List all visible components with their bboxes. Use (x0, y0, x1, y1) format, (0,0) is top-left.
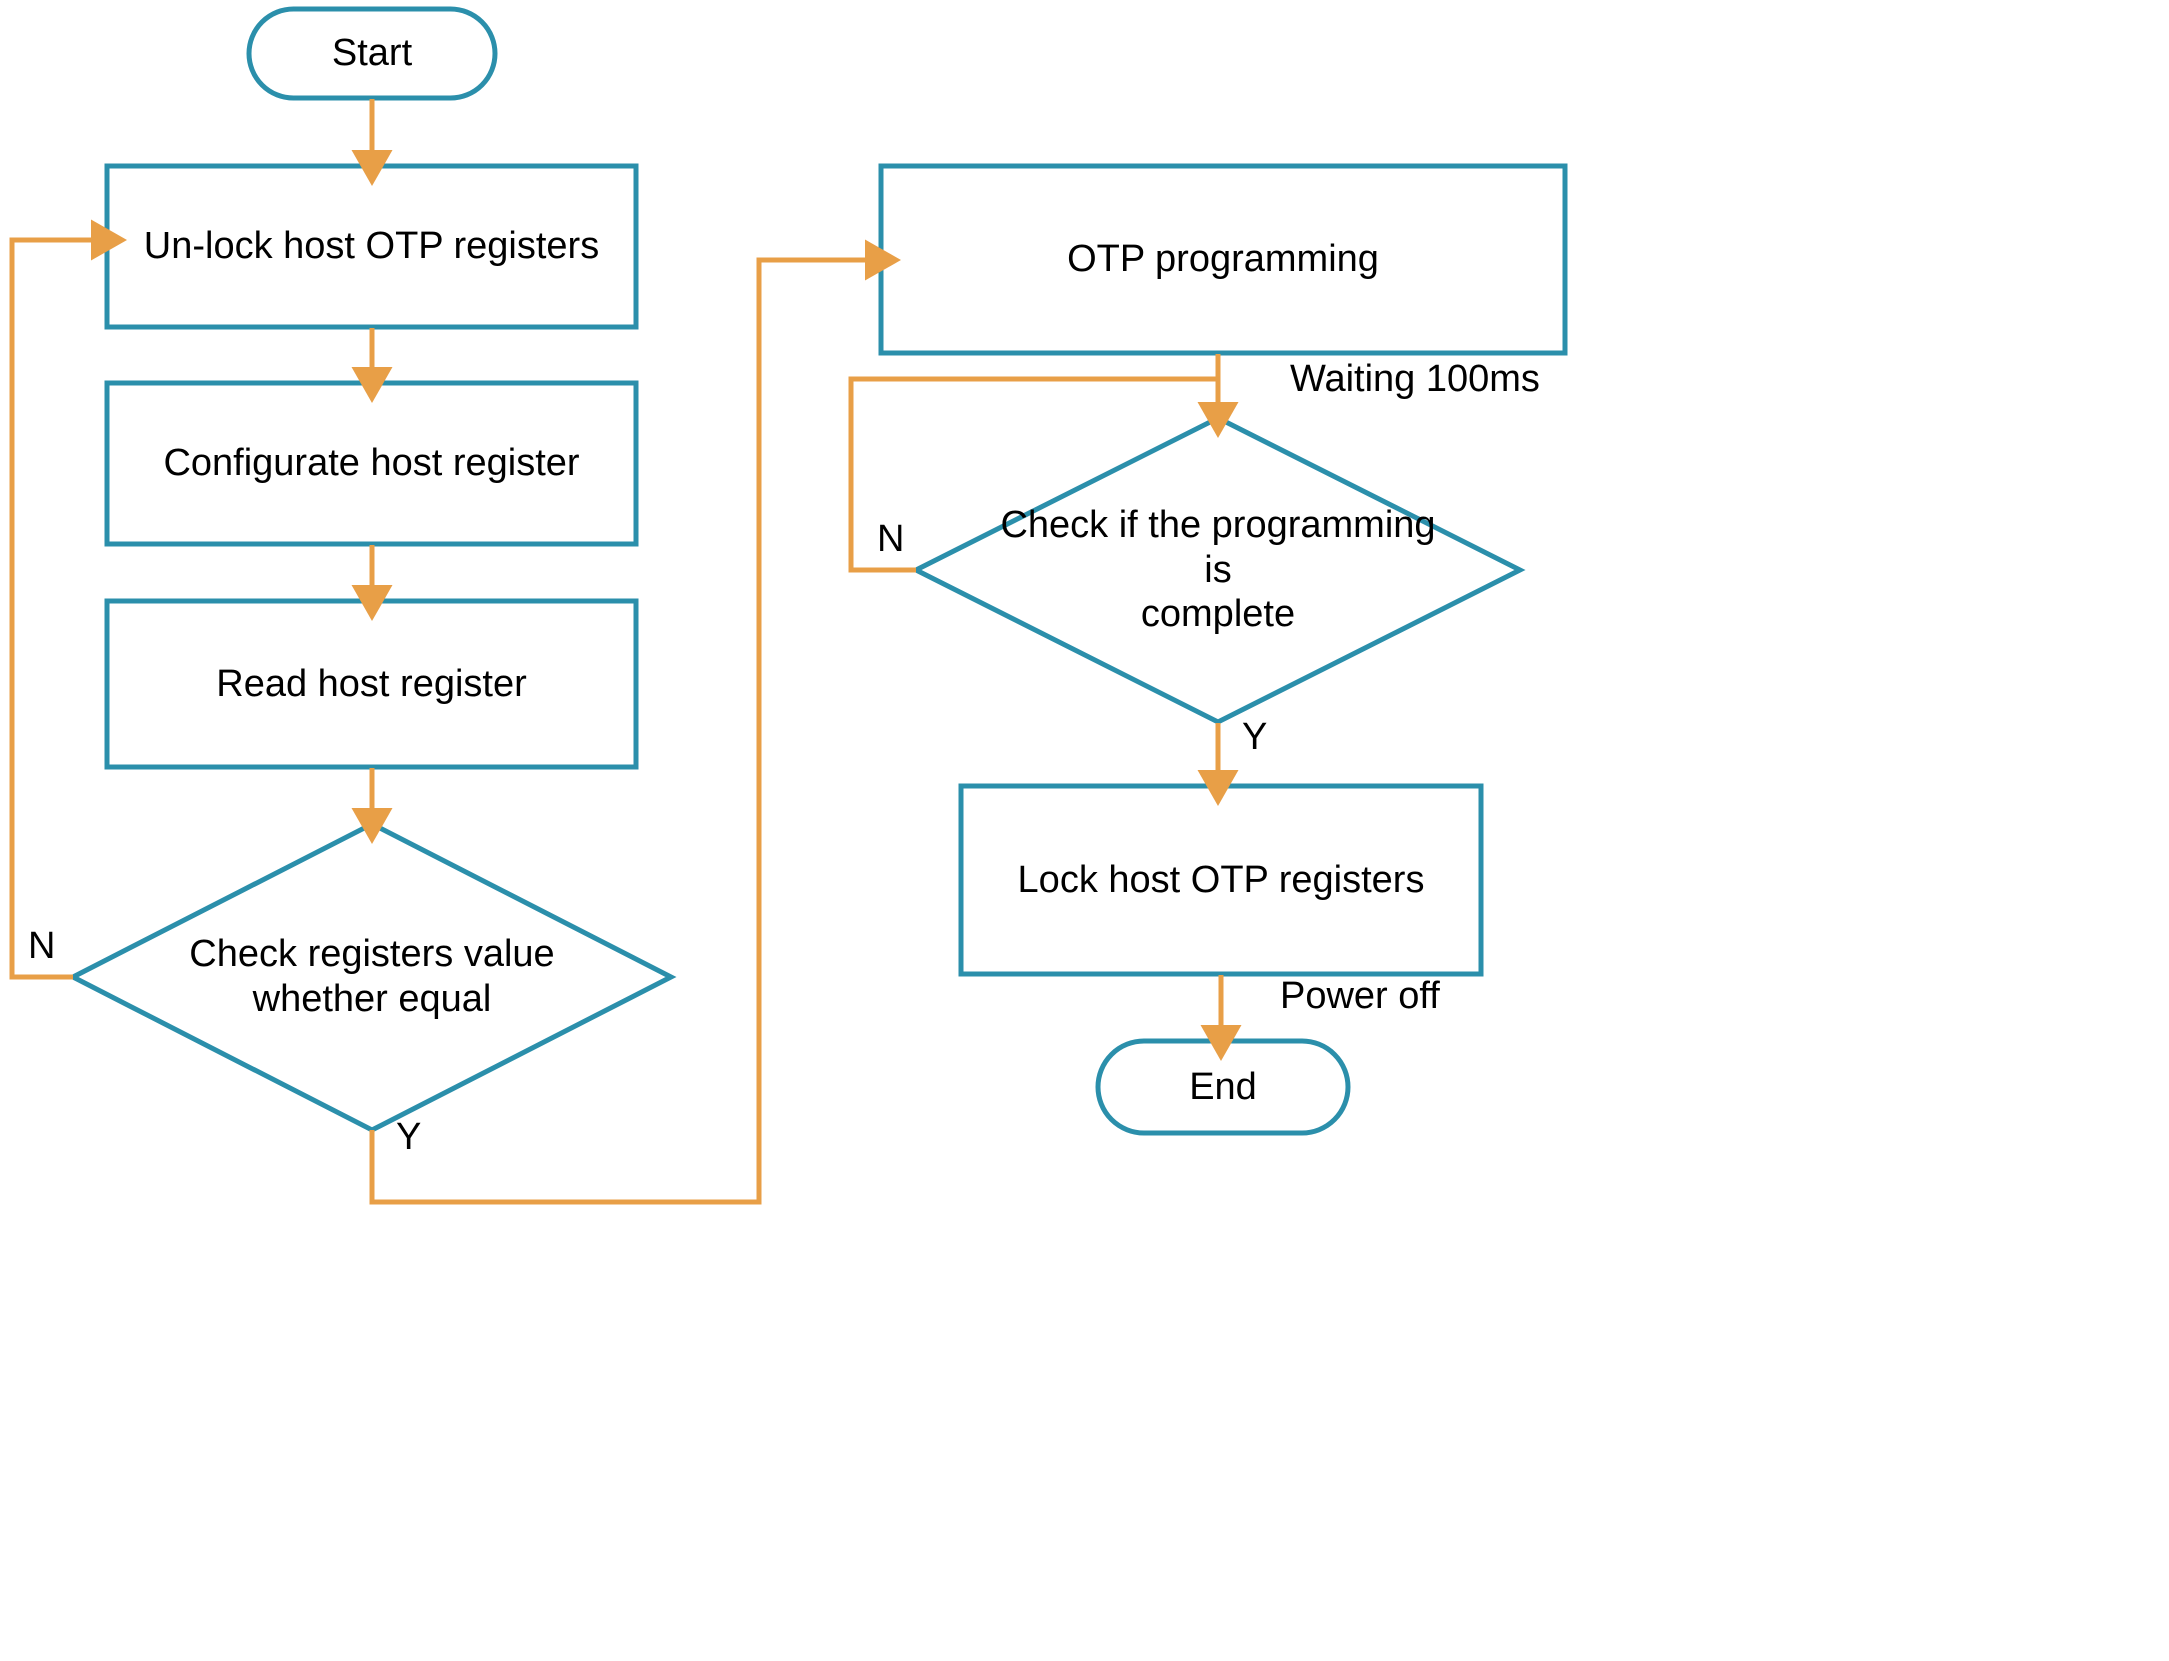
check-complete-node-shape (910, 415, 1526, 725)
otp-programming-node-shape (878, 163, 1568, 356)
edge-label-waiting-100ms: Waiting 100ms (1290, 358, 1540, 400)
edge-check-equal-no-loop (9, 219, 127, 980)
check-equal-node-shape (67, 821, 677, 1133)
edge-label-power-off: Power off (1280, 975, 1440, 1017)
configurate-node-shape (104, 380, 639, 547)
edge-label-check-complete-no: N (877, 518, 905, 560)
end-node-shape (1095, 1038, 1351, 1136)
edge-label-check-complete-yes: Y (1242, 716, 1268, 758)
edge-label-check-equal-yes: Y (396, 1116, 422, 1158)
edge-check-equal-yes-to-otp (369, 239, 901, 1205)
edge-check-complete-no-loop (848, 376, 1218, 573)
edge-label-check-equal-no: N (28, 925, 56, 967)
unlock-node-shape (104, 163, 639, 330)
lock-node-shape (958, 783, 1484, 977)
read-node-shape (104, 598, 639, 770)
start-node-shape (246, 6, 498, 101)
